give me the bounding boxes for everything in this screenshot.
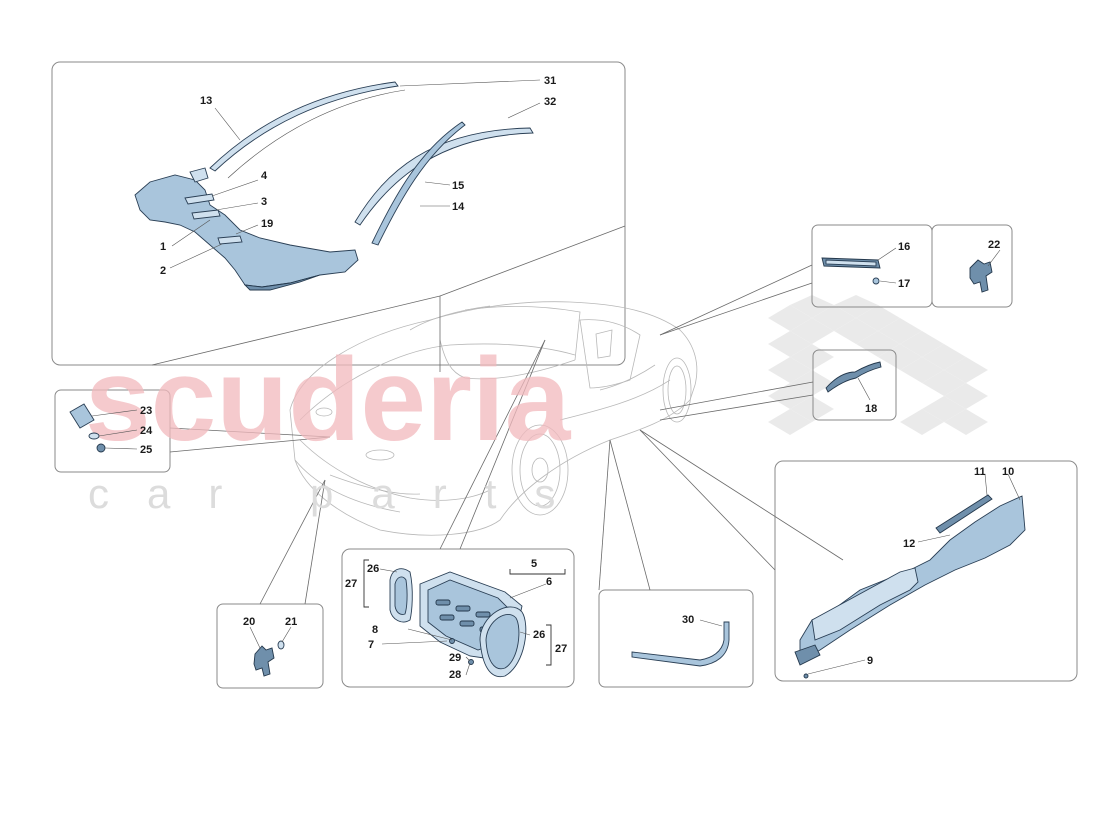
callout-10: 10 [1002,466,1014,478]
callout-1: 1 [160,241,166,253]
callout-26: 26 [367,563,379,575]
panel-hood-badge [54,389,171,473]
callout-20: 20 [243,616,255,628]
windscreen-callouts: 13 31 32 4 3 19 1 2 15 14 [160,75,556,277]
callout-21: 21 [285,616,297,628]
callout-23: 23 [140,405,152,417]
callout-29: 29 [449,652,461,664]
panel-windscreen [51,61,626,366]
callout-4: 4 [261,170,268,182]
vents-parts: 5 26 27 6 8 7 26 27 29 28 [345,558,567,681]
callout-16: 16 [898,241,910,253]
callout-28: 28 [449,669,461,681]
callout-30: 30 [682,614,694,626]
callout-18: 18 [865,403,877,415]
callout-8: 8 [372,624,378,636]
callout-5: 5 [531,558,537,570]
callout-2: 2 [160,265,166,277]
callout-15: 15 [452,180,464,192]
windscreen-parts [134,81,534,291]
callout-19: 19 [261,218,273,230]
callout-26b: 26 [533,629,545,641]
callout-9: 9 [867,655,873,667]
callout-11: 11 [974,466,986,478]
side-badge-parts: 16 17 [821,241,910,290]
callout-25: 25 [140,444,152,456]
horse-badge-parts: 22 [969,239,1000,293]
callout-14: 14 [452,201,465,213]
callout-3: 3 [261,196,267,208]
panel-front-emblem [216,603,324,689]
panel-vents [341,548,575,688]
sill-parts: 11 10 12 9 [794,466,1026,679]
callout-32: 32 [544,96,556,108]
panel-trim [598,589,754,688]
callout-13: 13 [200,95,212,107]
panel-leaders [151,225,844,605]
trim-parts: 30 [631,614,730,667]
callout-27: 27 [345,578,357,590]
panel-horse-badge [931,224,1013,308]
front-emblem-parts: 20 21 [243,616,297,677]
panel-sill [774,460,1078,682]
script-badge-parts: 18 [825,361,882,415]
checker-watermark [768,295,988,435]
callout-7: 7 [368,639,374,651]
callout-31: 31 [544,75,556,87]
callout-27b: 27 [555,643,567,655]
callout-6: 6 [546,576,552,588]
callout-17: 17 [898,278,910,290]
callout-12: 12 [903,538,915,550]
watermark-sub: car parts [88,470,593,517]
callout-22: 22 [988,239,1000,251]
panel-script-badge [812,349,897,421]
callout-24: 24 [140,425,153,437]
hood-badge-parts: 23 24 25 [69,403,153,456]
watermark-brand: scuderia [85,334,572,466]
